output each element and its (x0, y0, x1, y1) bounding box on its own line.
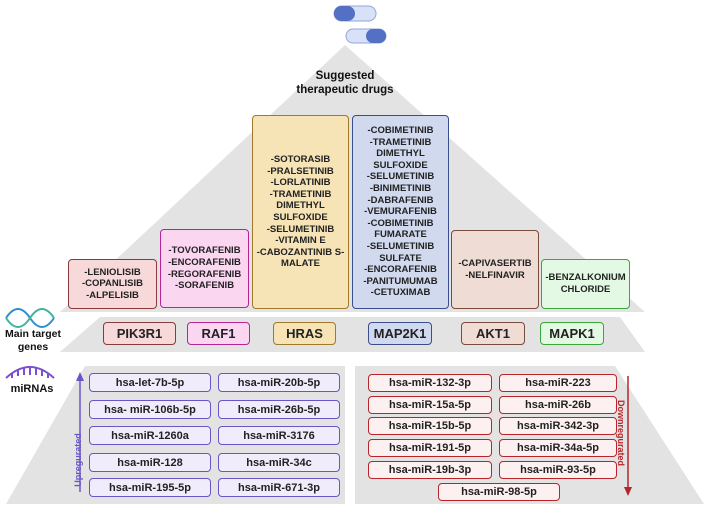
down-arrow-icon (624, 487, 632, 496)
mirna-up: hsa-miR-3176 (218, 426, 340, 445)
downregulated-label: Downregurated (616, 399, 626, 466)
gene-map2k1: MAP2K1 (368, 322, 432, 345)
main-target-genes-label: Main target genes (4, 328, 61, 353)
drug-box-akt1: -CAPIVASERTIB -NELFINAVIR (451, 230, 539, 309)
mirna-up: hsa-miR-671-3p (218, 478, 340, 497)
mirna-up: hsa- miR-106b-5p (89, 400, 211, 419)
mirna-down: hsa-miR-34a-5p (499, 439, 617, 457)
mirna-icon (5, 366, 55, 379)
mirna-down: hsa-miR-15b-5p (368, 417, 492, 435)
pills-icon (333, 5, 387, 44)
mirna-down: hsa-miR-26b (499, 396, 617, 414)
drug-box-raf1: -TOVORAFENIB -ENCORAFENIB -REGORAFENIB -… (160, 229, 249, 308)
mirna-down: hsa-miR-223 (499, 374, 617, 392)
up-arrow-icon (76, 372, 84, 381)
drug-box-pik3r1: -LENIOLISIB -COPANLISIB -ALPELISIB (68, 259, 157, 309)
mirna-down: hsa-miR-342-3p (499, 417, 617, 435)
mirna-down: hsa-miR-191-5p (368, 439, 492, 457)
gene-pik3r1: PIK3R1 (103, 322, 176, 345)
mirna-up: hsa-miR-1260a (89, 426, 211, 445)
pyramid-title: Suggested therapeutic drugs (296, 70, 394, 96)
gene-mapk1: MAPK1 (540, 322, 604, 345)
mirna-down: hsa-miR-93-5p (499, 461, 617, 479)
mirna-down: hsa-miR-19b-3p (368, 461, 492, 479)
drug-box-hras: -SOTORASIB -PRALSETINIB -LORLATINIB -TRA… (252, 115, 349, 309)
mirna-down: hsa-miR-15a-5p (368, 396, 492, 414)
upregulated-label: Upregurated (73, 433, 83, 487)
drug-box-map2k1: -COBIMETINIB -TRAMETINIB DIMETHYL SULFOX… (352, 115, 449, 309)
mirnas-label: miRNAs (10, 383, 54, 395)
mirna-up: hsa-let-7b-5p (89, 373, 211, 392)
mirna-up: hsa-miR-128 (89, 453, 211, 472)
dna-icon (5, 308, 55, 328)
gene-hras: HRAS (273, 322, 336, 345)
mirna-up: hsa-miR-26b-5p (218, 400, 340, 419)
drug-box-mapk1: -BENZALKONIUM CHLORIDE (541, 259, 630, 309)
gene-raf1: RAF1 (187, 322, 250, 345)
mirna-up: hsa-miR-195-5p (89, 478, 211, 497)
mirna-down: hsa-miR-132-3p (368, 374, 492, 392)
mirna-up: hsa-miR-34c (218, 453, 340, 472)
mirna-up: hsa-miR-20b-5p (218, 373, 340, 392)
mirna-down: hsa-miR-98-5p (438, 483, 560, 501)
gene-akt1: AKT1 (461, 322, 525, 345)
